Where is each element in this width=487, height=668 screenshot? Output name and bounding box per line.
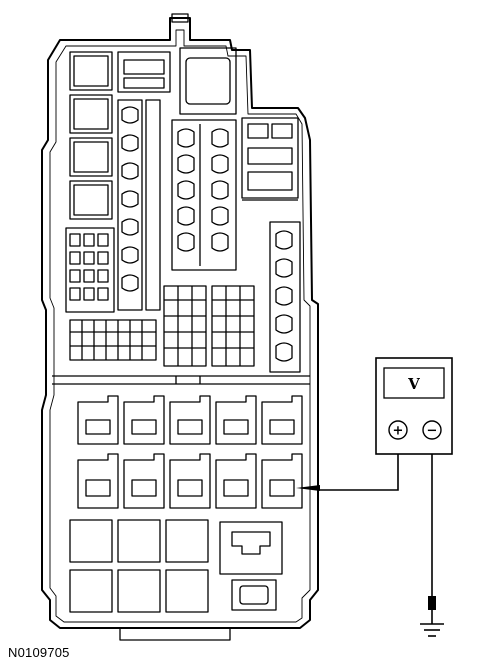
top-tab: [171, 13, 189, 23]
bottom-relays: [69, 519, 209, 613]
probe-icon: [296, 485, 320, 491]
positive-terminal-label: +: [393, 424, 404, 439]
tested-socket: [261, 453, 303, 509]
meter-display: [383, 367, 445, 399]
center-fuse-bank-a: [163, 285, 207, 367]
bottom-left-connector-bank: [69, 319, 157, 361]
mini-fuse-column-right: [269, 221, 301, 373]
relay-socket-row-1: [77, 395, 303, 445]
positive-terminal: [388, 420, 408, 440]
voltmeter-icon: V + −: [375, 357, 453, 455]
relay-socket-row-2: [77, 453, 303, 509]
figure-id-label: N0109705: [8, 645, 70, 660]
positive-probe-lead: [320, 445, 399, 491]
top-connector-block: [117, 51, 171, 93]
mini-fuse-column-left: [117, 99, 161, 311]
ground-symbol-icon: [420, 612, 444, 637]
top-right-relay: [179, 47, 237, 115]
housing-outline: [41, 17, 319, 629]
bottom-right-component: [219, 521, 283, 611]
center-fuse-grid: [171, 119, 237, 271]
center-fuse-bank-b: [211, 285, 255, 367]
housing-inner-outline: [49, 29, 311, 623]
negative-terminal: [422, 420, 442, 440]
housing-foot: [119, 628, 231, 641]
left-small-fuse-bank: [65, 227, 115, 313]
meter-unit-label: V: [407, 375, 420, 393]
negative-terminal-label: −: [427, 424, 438, 439]
relay-stack-left: [69, 51, 113, 220]
right-upper-relays: [241, 117, 299, 201]
